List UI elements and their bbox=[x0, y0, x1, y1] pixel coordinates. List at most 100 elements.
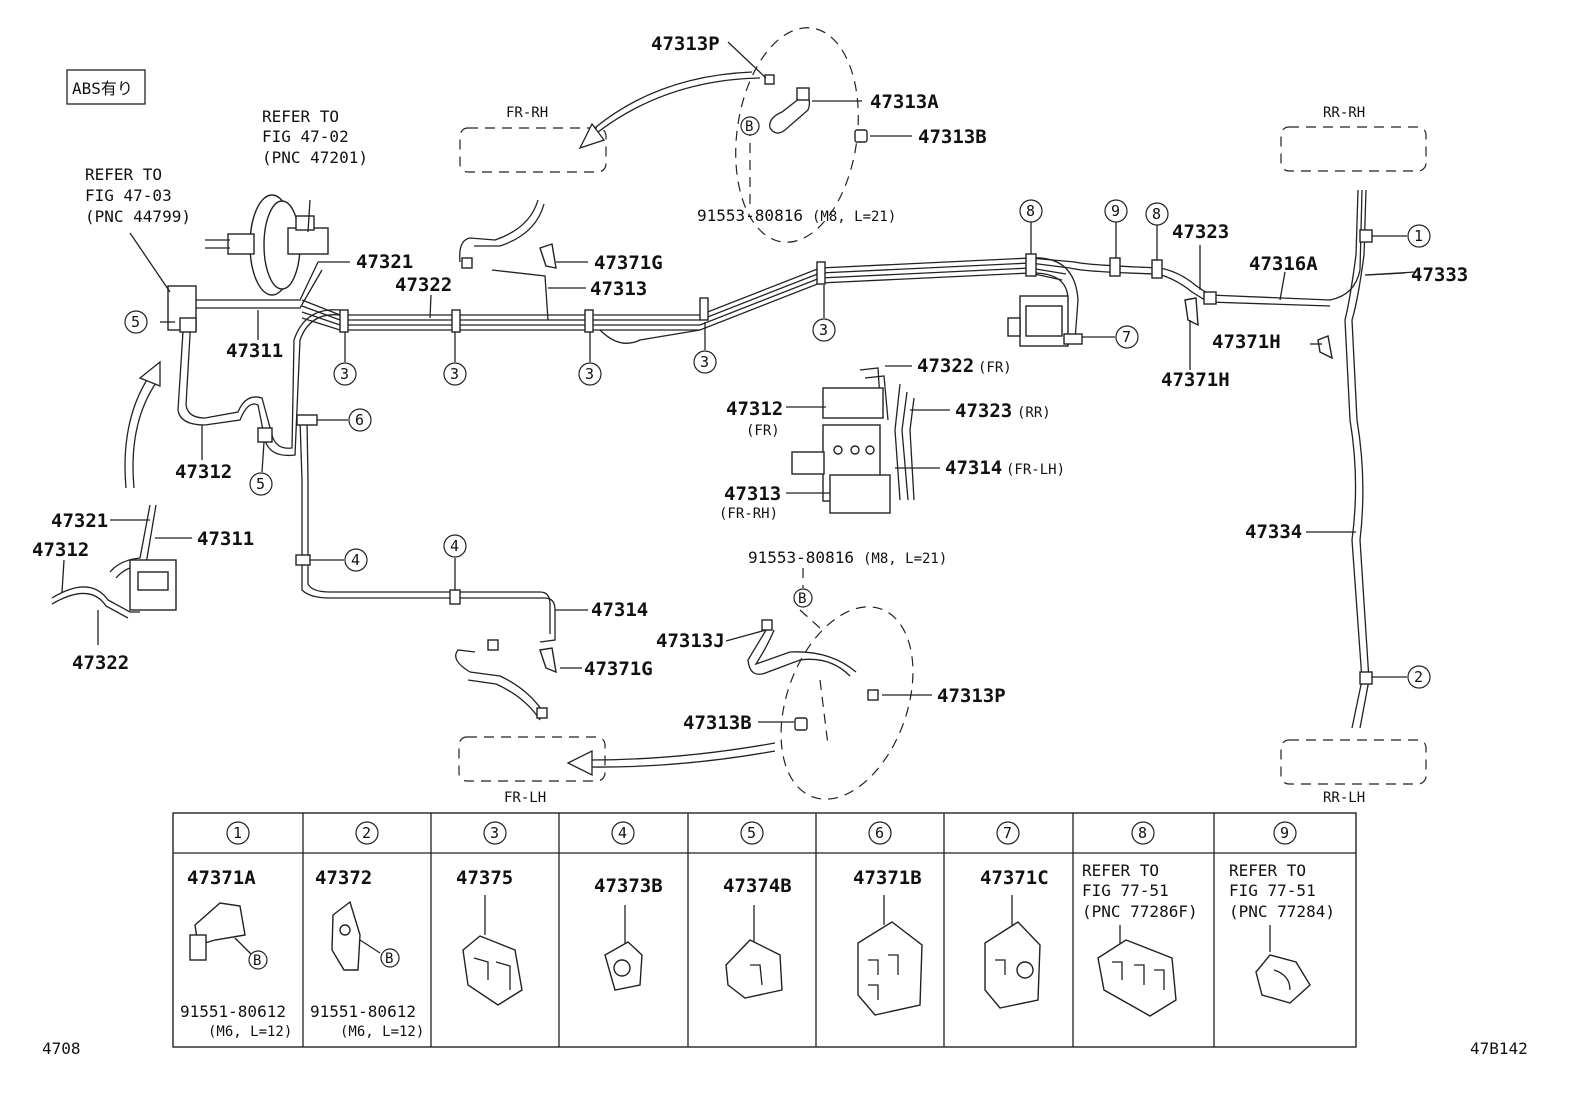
arrow-to-fr-rh bbox=[578, 71, 761, 150]
label-47323-rr-tag: (RR) bbox=[1017, 405, 1051, 421]
callout-8-b: 8 bbox=[1152, 205, 1161, 223]
rear-brake-lines bbox=[1007, 189, 1416, 729]
callout-8-a: 8 bbox=[1026, 202, 1035, 220]
label-47322-fr-tag: (FR) bbox=[978, 360, 1012, 376]
label-47313A: 47313A bbox=[870, 91, 939, 113]
fr-rh-flex-hose bbox=[459, 199, 557, 321]
callout-7: 7 bbox=[1122, 328, 1131, 346]
label-47322-a: 47322 bbox=[395, 274, 452, 296]
table-num-4: 4 bbox=[618, 824, 627, 842]
label-47312-fr: 47312 bbox=[726, 398, 783, 420]
leader-lines bbox=[61, 41, 1406, 723]
detail-ellipse-top bbox=[735, 27, 859, 243]
label-47321-b: 47321 bbox=[51, 510, 108, 532]
label-47333: 47333 bbox=[1411, 264, 1468, 286]
wheel-label-fr-rh: FR-RH bbox=[506, 105, 548, 121]
table-bolt-1: 91551-80612 bbox=[180, 1002, 286, 1021]
refer-47-03-line2: FIG 47-03 bbox=[85, 186, 172, 205]
label-47313J: 47313J bbox=[656, 630, 725, 652]
label-47321-a: 47321 bbox=[356, 251, 413, 273]
label-47311-b: 47311 bbox=[197, 528, 254, 550]
refer-fig-47-03: REFER TO FIG 47-03 (PNC 44799) bbox=[85, 165, 191, 226]
callout-2: 2 bbox=[1414, 668, 1423, 686]
table-bolt-2: 91551-80612 bbox=[310, 1002, 416, 1021]
wheel-rr-rh: RR-RH bbox=[1280, 105, 1427, 172]
table-spec-1: (M6, L=12) bbox=[208, 1024, 292, 1040]
table-num-2: 2 bbox=[362, 824, 371, 842]
label-47312-b: 47312 bbox=[32, 539, 89, 561]
arrow-to-fr-lh bbox=[566, 742, 776, 777]
label-47313-top: 47313 bbox=[590, 278, 647, 300]
table-part-2: 47372 bbox=[315, 867, 372, 889]
refer-47-02-line3: (PNC 47201) bbox=[262, 148, 368, 167]
table-part-4: 47373B bbox=[594, 875, 663, 897]
table-ref-8-line1: REFER TO bbox=[1082, 861, 1159, 880]
label-47314-frlh: 47314 bbox=[945, 457, 1002, 479]
label-bolt-top: 91553-80816 bbox=[697, 206, 803, 225]
callout-b-bottom: B bbox=[798, 591, 806, 607]
label-47311-a: 47311 bbox=[226, 340, 283, 362]
label-47371G-bottom: 47371G bbox=[584, 658, 653, 680]
label-47322-fr: 47322 bbox=[917, 355, 974, 377]
table-num-8: 8 bbox=[1138, 824, 1147, 842]
label-bolt-bottom: 91553-80816 bbox=[748, 548, 854, 567]
table-ref-8-line3: (PNC 77286F) bbox=[1082, 902, 1198, 921]
refer-47-02-line1: REFER TO bbox=[262, 107, 339, 126]
table-b-2: B bbox=[385, 951, 393, 967]
refer-47-03-line1: REFER TO bbox=[85, 165, 162, 184]
callout-4-b: 4 bbox=[450, 537, 459, 555]
main-brake-line-bundle bbox=[301, 257, 1079, 344]
callout-1: 1 bbox=[1414, 227, 1423, 245]
label-47313P-bottom: 47313P bbox=[937, 685, 1006, 707]
label-47314: 47314 bbox=[591, 599, 648, 621]
fr-lh-flex-hose bbox=[455, 639, 557, 721]
callout-3-d: 3 bbox=[700, 353, 709, 371]
label-47323-rr: 47323 bbox=[955, 400, 1012, 422]
label-47371H-a: 47371H bbox=[1212, 331, 1281, 353]
wheel-fr-lh: FR-LH bbox=[458, 736, 606, 806]
table-part-5: 47374B bbox=[723, 875, 792, 897]
table-num-6: 6 bbox=[875, 824, 884, 842]
label-47371G-top: 47371G bbox=[594, 252, 663, 274]
detail-ellipse-bottom bbox=[780, 606, 914, 800]
callout-3-c: 3 bbox=[585, 365, 594, 383]
callout-5-left: 5 bbox=[131, 313, 140, 331]
table-part-7: 47371C bbox=[980, 867, 1049, 889]
callout-6: 6 bbox=[355, 411, 364, 429]
label-47313-frrh-tag: (FR-RH) bbox=[719, 506, 778, 522]
table-spec-2: (M6, L=12) bbox=[340, 1024, 424, 1040]
part-labels: 47313P 47313A 47313B 91553-80816 (M8, L=… bbox=[32, 33, 1468, 734]
callout-9: 9 bbox=[1111, 202, 1120, 220]
callout-5-b: 5 bbox=[256, 475, 265, 493]
table-num-3: 3 bbox=[490, 824, 499, 842]
refer-fig-47-02: REFER TO FIG 47-02 (PNC 47201) bbox=[262, 107, 368, 167]
label-47322-b: 47322 bbox=[72, 652, 129, 674]
footer-right-code: 47B142 bbox=[1470, 1039, 1528, 1058]
table-num-5: 5 bbox=[747, 824, 756, 842]
callouts: 5 3 3 3 3 3 8 9 8 1 7 6 bbox=[124, 116, 1431, 689]
table-num-9: 9 bbox=[1280, 824, 1289, 842]
label-bolt-bottom-spec: (M8, L=21) bbox=[863, 551, 947, 567]
table-num-1: 1 bbox=[233, 824, 242, 842]
label-47313P-top: 47313P bbox=[651, 33, 720, 55]
label-47334: 47334 bbox=[1245, 521, 1302, 543]
label-47313-frrh: 47313 bbox=[724, 483, 781, 505]
wheel-label-rr-lh: RR-LH bbox=[1323, 790, 1365, 806]
arrow-up-to-connector bbox=[124, 360, 161, 489]
label-47316A: 47316A bbox=[1249, 253, 1318, 275]
table-num-7: 7 bbox=[1003, 824, 1012, 842]
callout-3-b: 3 bbox=[450, 365, 459, 383]
abs-badge: ABS有り bbox=[72, 79, 133, 98]
refer-47-02-line2: FIG 47-02 bbox=[262, 127, 349, 146]
callout-b-top: B bbox=[745, 119, 753, 135]
abs-module-detail bbox=[791, 367, 915, 514]
proportioning-valve-detail bbox=[51, 504, 177, 619]
detail-bottom-parts bbox=[747, 609, 879, 746]
label-47313B-bottom: 47313B bbox=[683, 712, 752, 734]
table-part-6: 47371B bbox=[853, 867, 922, 889]
label-bolt-top-spec: (M8, L=21) bbox=[812, 209, 896, 225]
label-47371H-b: 47371H bbox=[1161, 369, 1230, 391]
label-47312-a: 47312 bbox=[175, 461, 232, 483]
footer-left-code: 4708 bbox=[42, 1039, 81, 1058]
